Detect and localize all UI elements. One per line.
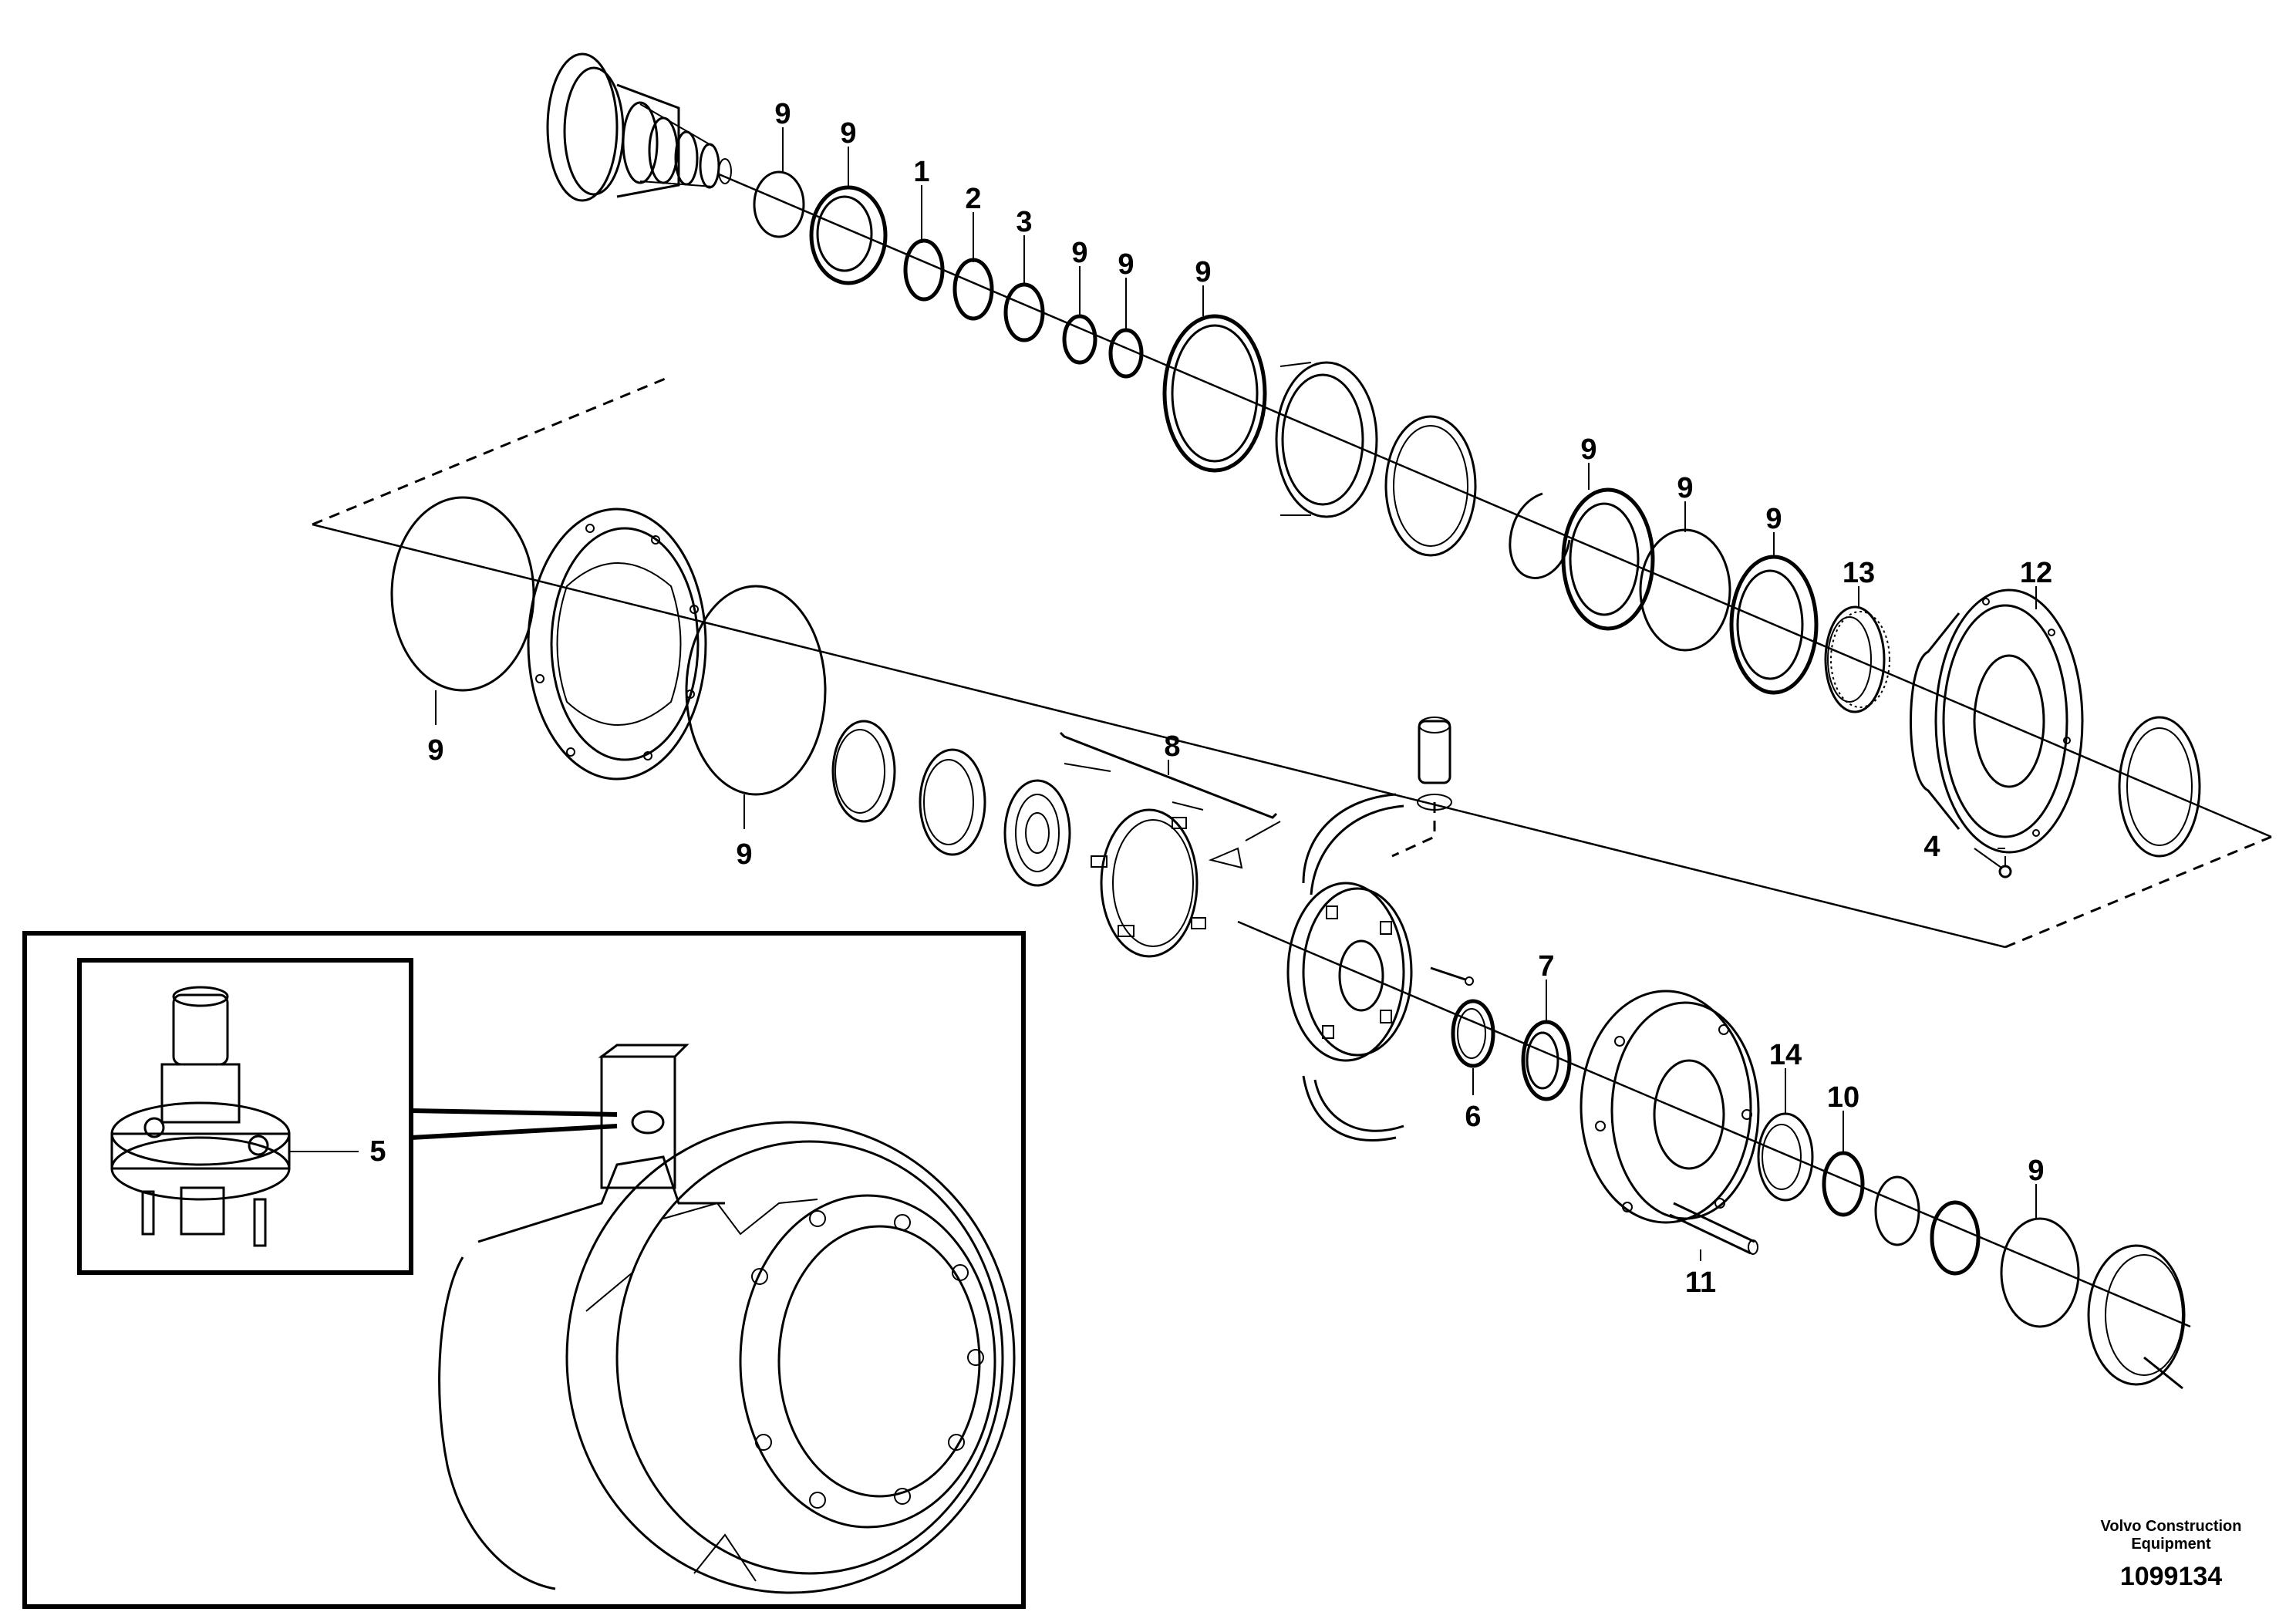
brake-ring-2 (919, 748, 986, 856)
brake-piston (1286, 882, 1413, 1062)
callout-label: 11 (1685, 1266, 1716, 1299)
brake-spring-assembly-8 (1064, 763, 1281, 958)
shim-disc-lower (2000, 1217, 2080, 1328)
callout-label: 9 (1580, 433, 1596, 466)
callout-label: 2 (965, 183, 981, 215)
circlip (1509, 492, 1571, 579)
planet-carrier (1580, 990, 1760, 1224)
inset-frame-inner (77, 958, 413, 1275)
callout-label: 14 (1769, 1039, 1802, 1071)
callout-label: 9 (2028, 1155, 2044, 1187)
spacer-ring-a (1874, 1175, 1920, 1246)
bearing-race (1275, 361, 1378, 518)
plug-4 (1998, 856, 2012, 878)
callout-label: 6 (1465, 1101, 1481, 1133)
callout-label: 13 (1843, 557, 1875, 589)
callout-label: 9 (774, 98, 791, 130)
seal-6 (1451, 999, 1495, 1068)
hub-cover-plate (2118, 716, 2201, 858)
seal-ring-large (1162, 314, 1267, 473)
o-ring-a (1062, 314, 1097, 365)
callout-label: 1 (913, 156, 929, 188)
shim-disc-right (1639, 528, 1731, 652)
callout-label: 9 (1118, 248, 1134, 281)
brake-housing (527, 508, 707, 781)
snap-ring-1 (903, 238, 945, 302)
drive-shaft (546, 52, 732, 202)
fitting-connector (1391, 802, 1436, 858)
end-cover (2087, 1244, 2186, 1390)
valve-fitting (1417, 717, 1452, 811)
brake-lining-segments (1302, 793, 1404, 1141)
bearing-14 (1757, 1112, 1814, 1202)
callout-label: 3 (1016, 206, 1032, 238)
bracket-8 (1059, 731, 1278, 819)
zoom-connector (410, 1108, 618, 1140)
callout-label: 9 (427, 734, 443, 767)
lower-axis-line (1237, 920, 2191, 1328)
shim-disc-middle (685, 585, 827, 796)
callout-label: 10 (1827, 1081, 1859, 1114)
stud-11 (1669, 1202, 1758, 1255)
lower-group-axis (312, 523, 2006, 949)
thrust-washer (753, 170, 805, 238)
bearing-cup-upper (809, 185, 888, 285)
callout-label: 9 (1195, 256, 1211, 288)
thrust-plate (1384, 415, 1477, 557)
brand-line-1: Volvo Construction (2101, 1518, 2242, 1535)
dashed-group-frame-top (312, 376, 668, 526)
callout-label: 9 (1071, 237, 1087, 269)
speed-sensor-detail (110, 986, 291, 1247)
callout-label: 9 (1677, 472, 1693, 504)
callout-label: 9 (840, 117, 856, 150)
callout-label: 12 (2020, 557, 2052, 589)
spacer-ring-b (1930, 1200, 1981, 1276)
callout-label: 5 (369, 1135, 386, 1168)
callout-label: 9 (736, 838, 752, 871)
document-number: 1099134 (2120, 1562, 2222, 1591)
callout-labels: 9 9 1 2 3 9 9 9 9 9 9 13 12 9 9 8 4 7 6 … (369, 98, 2052, 1299)
callout-label: 7 (1538, 950, 1554, 983)
brand-line-2: Equipment (2131, 1536, 2211, 1553)
upper-axis-line (716, 172, 2272, 838)
dashed-group-frame-bottom (2004, 835, 2272, 949)
bleed-screw (1430, 966, 1474, 986)
shim-disc-left (390, 496, 535, 692)
bearing-cage (1003, 779, 1071, 887)
motor-housing-detail (438, 1044, 1016, 1594)
seal-upper-right (1561, 487, 1655, 631)
callout-label: 4 (1923, 831, 1940, 863)
roller-bearing-13 (1824, 605, 1890, 713)
brake-ring-1 (831, 720, 896, 823)
callout-label: 9 (1765, 503, 1782, 535)
leader-lines (435, 127, 2037, 1261)
inset-frame-outer (22, 931, 1026, 1609)
callout-label: 8 (1164, 730, 1180, 763)
snap-ring-3 (1003, 282, 1045, 342)
wheel-hub-12 (1910, 588, 2084, 854)
